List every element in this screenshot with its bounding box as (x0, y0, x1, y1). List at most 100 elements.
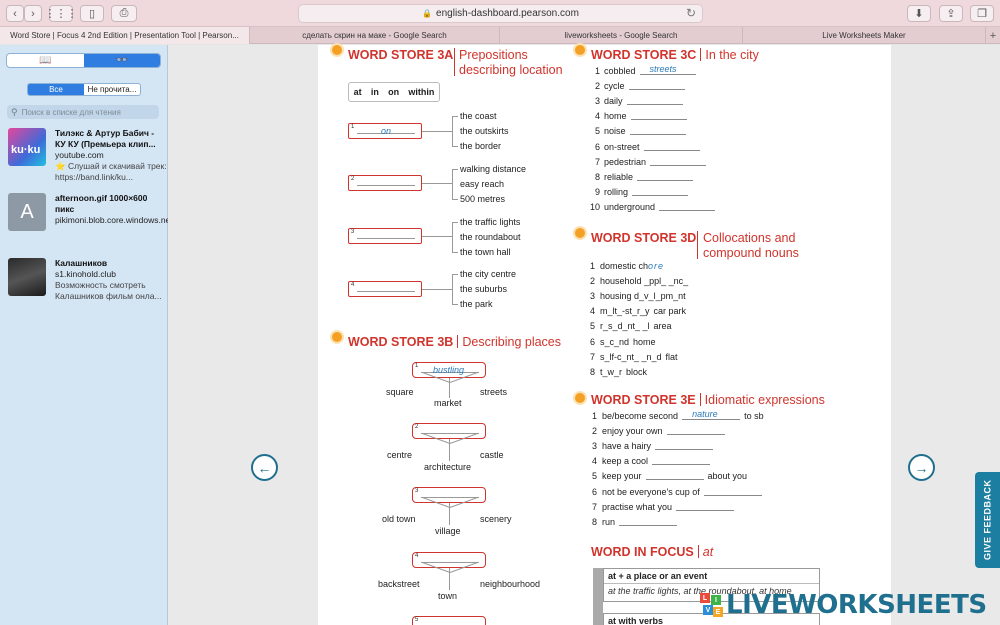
connector (422, 131, 452, 132)
reload-icon[interactable]: ↻ (685, 6, 696, 20)
tabs-icon[interactable]: ❐ (970, 5, 994, 22)
ws3d-heading: WORD STORE 3D (591, 231, 696, 246)
answer-blank[interactable] (652, 457, 711, 466)
answer-blank[interactable] (643, 143, 700, 151)
item-word: cobbled (604, 66, 636, 76)
answer-blank[interactable] (676, 503, 735, 511)
answer-line (357, 238, 415, 239)
answer-box[interactable]: 5 (412, 616, 486, 625)
box-number: 2 (415, 424, 419, 430)
prev-page-icon[interactable]: ← (251, 454, 278, 481)
answer-blank[interactable] (659, 203, 716, 211)
print-icon[interactable]: ⎙ (111, 5, 137, 22)
item-suffix: about you (707, 471, 748, 482)
glasses-icon[interactable]: 👓 (83, 54, 160, 67)
answer-blank[interactable] (666, 427, 725, 436)
box-number: 4 (351, 282, 355, 288)
filter-unread[interactable]: Не прочита... (87, 85, 137, 94)
gapped-word[interactable]: t_w_r (600, 367, 622, 377)
answer-blank[interactable] (626, 97, 683, 106)
item-number: 2 (594, 81, 600, 92)
logo-mark-icon: L I V E (700, 591, 724, 619)
answer-blank[interactable] (703, 488, 762, 496)
ws3b-title: WORD STORE 3B (348, 335, 454, 349)
share-icon[interactable]: ⇪ (939, 5, 963, 22)
forward-icon[interactable]: › (24, 5, 42, 22)
answer-line (421, 497, 479, 498)
focus-example-part: at the traffic lights, at (608, 586, 694, 596)
gapped-word[interactable]: r_s_d_nt_ _l (600, 321, 650, 331)
reading-list-search[interactable]: ⚲ Поиск в списке для чтения (7, 105, 159, 119)
tab-word-store[interactable]: Word Store | Focus 4 2nd Edition | Prese… (0, 27, 250, 44)
item-prefix: household (600, 276, 642, 287)
download-icon[interactable]: ⬇ (907, 5, 931, 22)
give-feedback-button[interactable]: GIVE FEEDBACK (975, 472, 1000, 568)
answer-box[interactable]: 2 (348, 175, 422, 191)
box-number: 4 (415, 553, 419, 559)
sidebar-icon[interactable]: ▯ (80, 5, 104, 22)
box-number: 5 (415, 617, 419, 623)
connector (422, 183, 452, 184)
reading-item-text: afternoon.gif 1000×600 пикс pikimoni.blo… (55, 193, 173, 226)
tab-google-search-lw[interactable]: liveworksheets - Google Search (500, 27, 743, 44)
heading-divider (699, 393, 701, 406)
answer-box[interactable]: 1 bustling (412, 362, 486, 378)
book-icon[interactable]: 📖 (39, 55, 52, 66)
box-number: 3 (351, 229, 355, 235)
gapped-word[interactable]: s_lf-c_nt_ _n_d (600, 352, 662, 362)
item-suffix: car park (653, 306, 687, 317)
gapped-word[interactable]: s_c_nd (600, 337, 629, 347)
answer-blank[interactable] (655, 442, 714, 451)
answer-blank[interactable] (619, 518, 678, 526)
collocate-word: centre (387, 450, 413, 460)
item-number: 9 (594, 186, 600, 197)
gapped-word[interactable]: _ppl_ _nc_ (644, 276, 688, 286)
answer-blank[interactable]: nature (682, 409, 741, 420)
tab-google-search-mac[interactable]: сделать скрин на маке - Google Search (250, 27, 500, 44)
answer-blank[interactable] (628, 82, 685, 91)
item-word: rolling (604, 186, 629, 197)
answer-blank[interactable] (632, 188, 689, 196)
plus-icon[interactable]: + (989, 29, 997, 42)
answer-box[interactable]: 4 (348, 281, 422, 297)
answer-blank[interactable] (629, 127, 686, 136)
heading-divider (700, 48, 702, 61)
answer-box[interactable]: 2 (412, 423, 486, 439)
reading-list-item[interactable]: A afternoon.gif 1000×600 пикс pikimoni.b… (8, 193, 173, 243)
location-word: the city centre (460, 269, 517, 279)
back-icon[interactable]: ‹ (6, 5, 24, 22)
answer-blank[interactable] (650, 158, 707, 166)
grid-icon[interactable]: ⋮⋮⋮ (45, 5, 78, 22)
prep-word: at (353, 87, 362, 97)
gapped-word[interactable]: chore (639, 261, 665, 271)
answer-blank[interactable]: streets (639, 64, 696, 75)
ws3c-title: WORD STORE 3C (591, 48, 697, 62)
address-bar[interactable]: 🔒 english-dashboard.pearson.com ↻ (298, 4, 703, 23)
answer-blank[interactable] (630, 112, 687, 121)
answer-box[interactable]: 1 on (348, 123, 422, 139)
focus-title: WORD IN FOCUS (591, 545, 694, 559)
connector (452, 252, 458, 253)
gapped-word[interactable]: m_lt_-st_r_y (600, 306, 650, 316)
answer-blank[interactable] (645, 472, 704, 481)
location-word: the park (460, 299, 493, 309)
tab-lw-maker[interactable]: Live Worksheets Maker (743, 27, 986, 44)
reading-list-item[interactable]: ku·ku Тилэкс & Артур Бабич - КУ КУ (Прем… (8, 128, 167, 182)
reading-list-item[interactable]: Калашников s1.kinohold.club Возможность … (8, 258, 163, 308)
answer-box[interactable]: 4 (412, 552, 486, 568)
gapped-word[interactable]: d_v_l_pm_nt (634, 291, 686, 301)
answer-blank[interactable] (637, 173, 694, 181)
box-number: 3 (415, 488, 419, 494)
answer-box[interactable]: 3 (348, 228, 422, 244)
answer-box[interactable]: 3 (412, 487, 486, 503)
next-page-icon[interactable]: → (908, 454, 935, 481)
item-title: Тилэкс & Артур Бабич - КУ КУ (Премьера к… (55, 128, 156, 149)
location-word: the suburbs (460, 284, 508, 294)
gapped-word-text: t_w_r (600, 366, 623, 377)
filter-all[interactable]: Все (28, 84, 84, 95)
